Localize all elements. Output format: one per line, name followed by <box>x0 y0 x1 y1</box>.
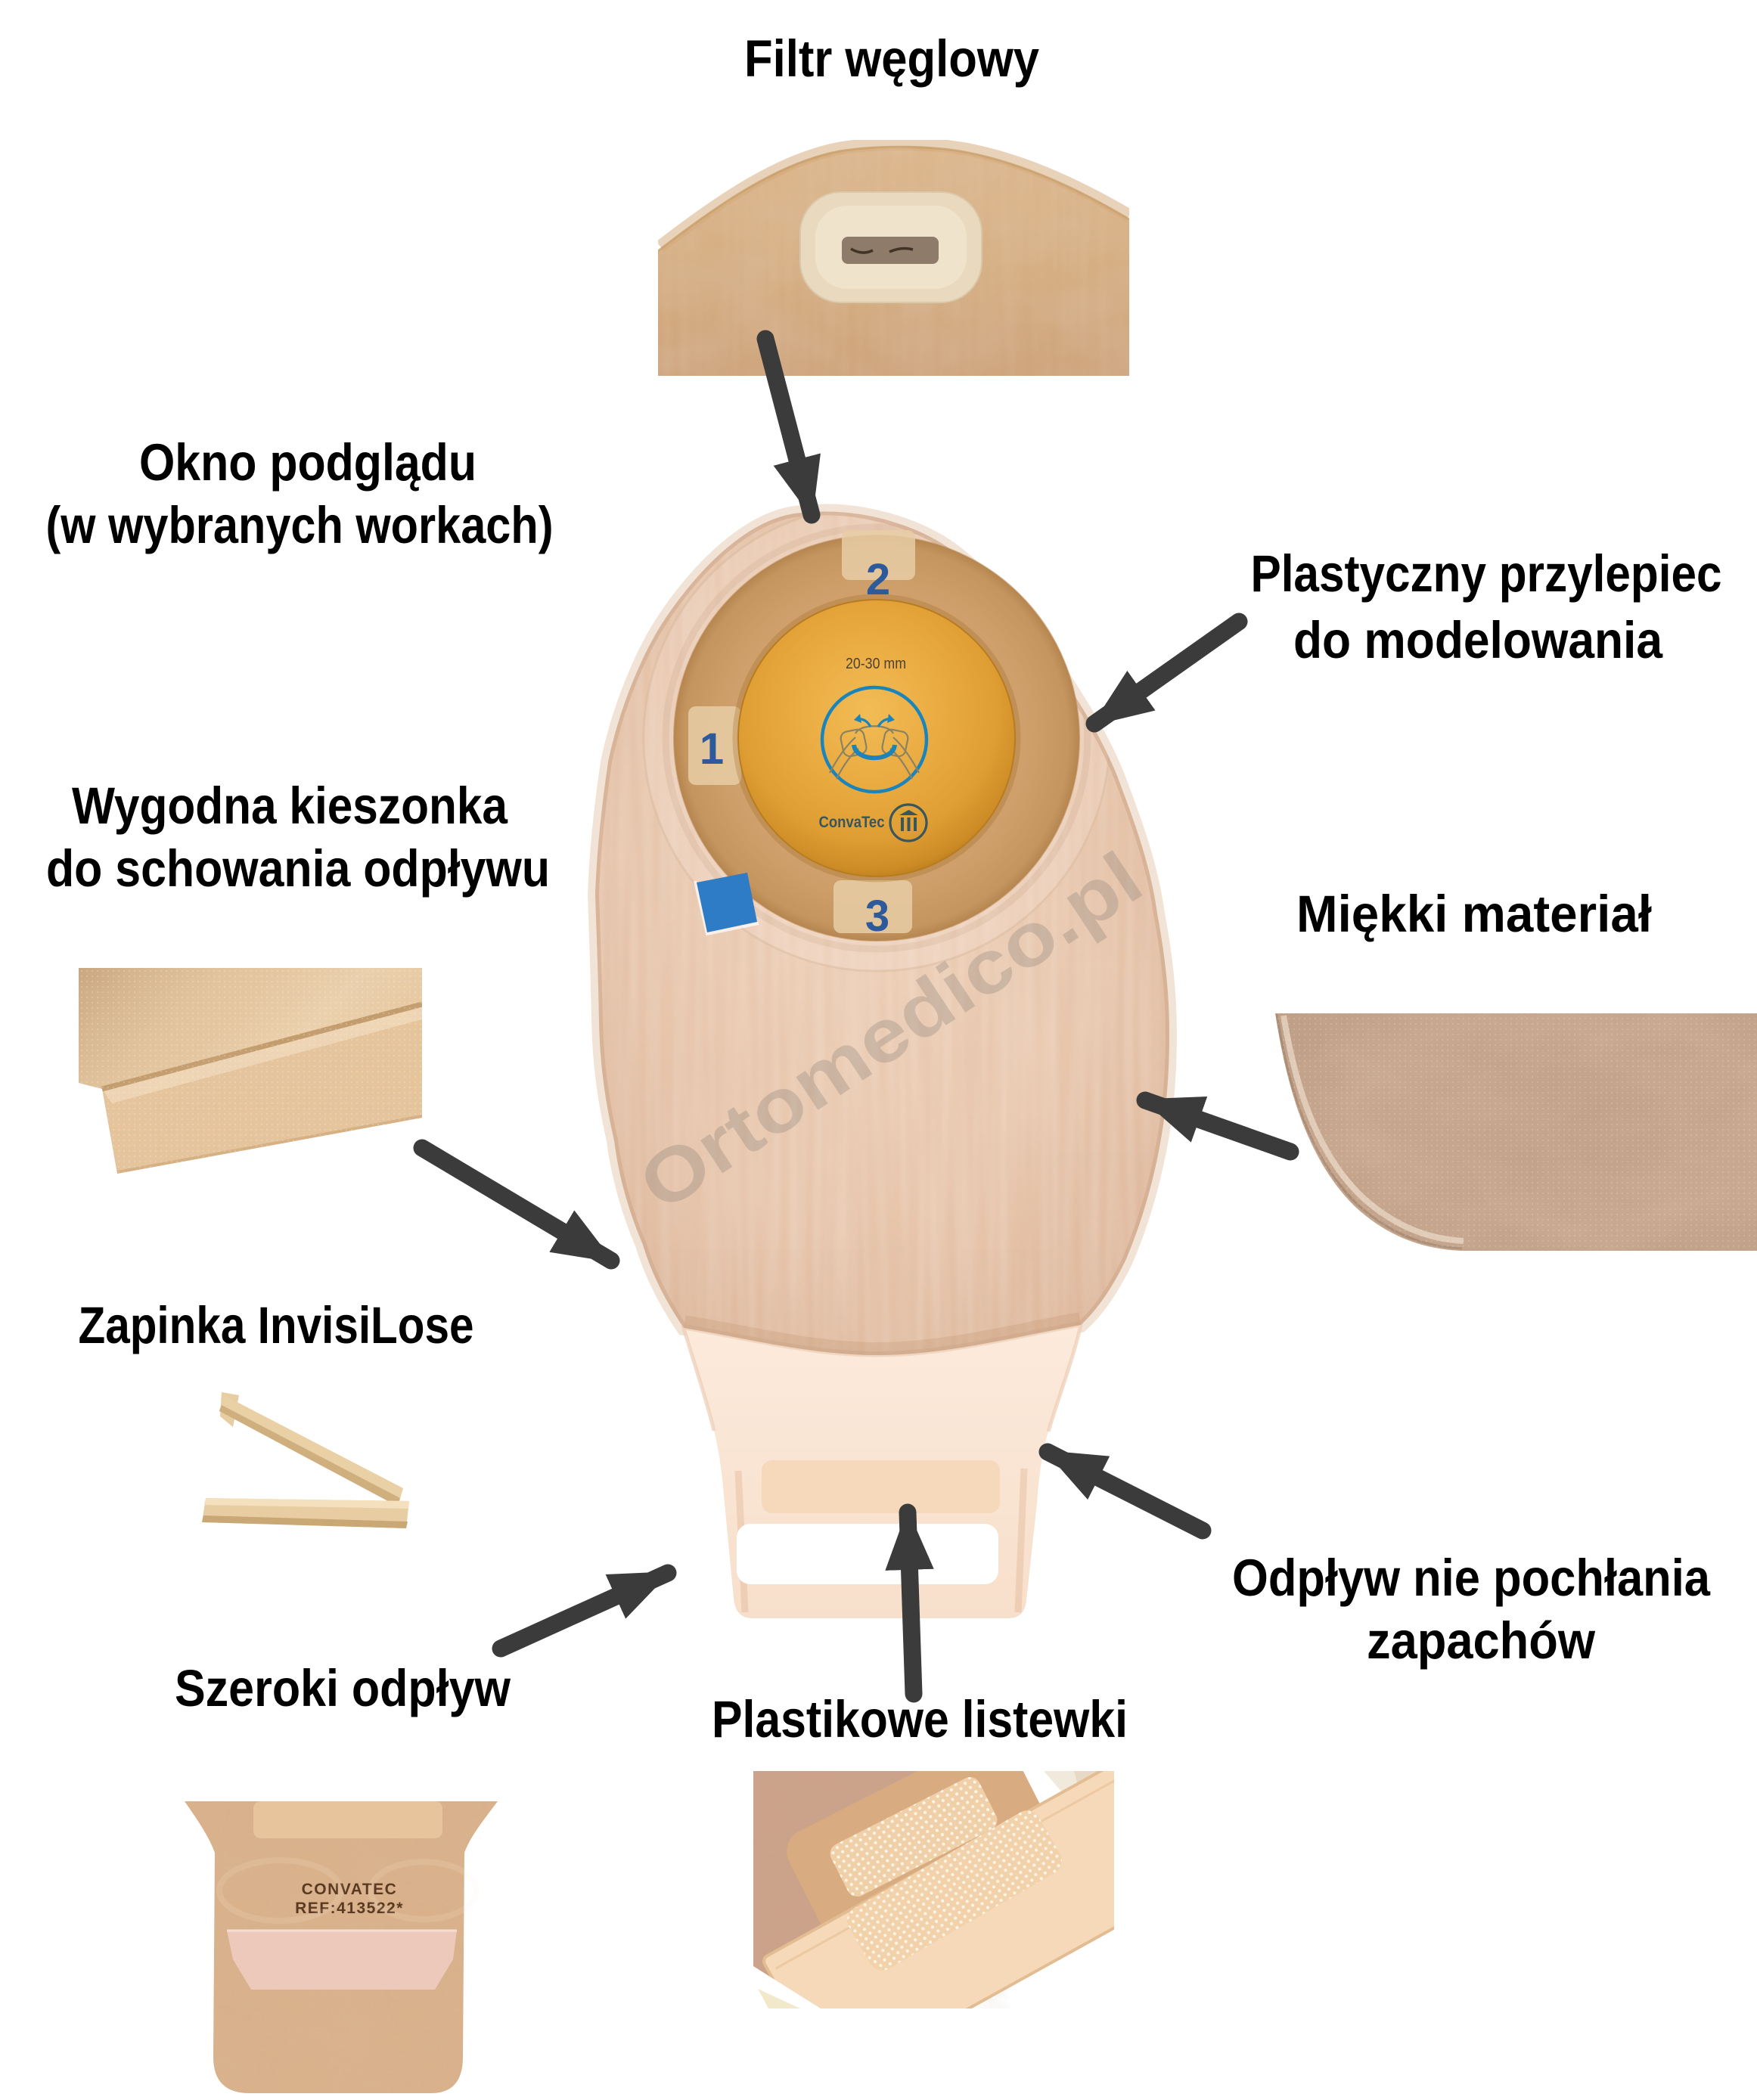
svg-text:Plastyczny przylepiec: Plastyczny przylepiec <box>1251 544 1722 603</box>
svg-text:zapachów: zapachów <box>1367 1611 1595 1670</box>
svg-text:Miękki materiał: Miękki materiał <box>1296 885 1652 943</box>
svg-text:Zapinka InvisiLose: Zapinka InvisiLose <box>79 1296 474 1354</box>
svg-text:Wygodna kieszonka: Wygodna kieszonka <box>72 777 508 835</box>
svg-text:do schowania odpływu: do schowania odpływu <box>46 839 550 898</box>
svg-text:1: 1 <box>700 724 724 774</box>
svg-text:3: 3 <box>865 892 889 941</box>
svg-text:CONVATEC: CONVATEC <box>302 1881 398 1898</box>
svg-text:REF:413522*: REF:413522* <box>295 1900 404 1917</box>
svg-text:Odpływ nie pochłania: Odpływ nie pochłania <box>1232 1549 1711 1607</box>
svg-text:Okno podglądu: Okno podglądu <box>139 433 477 492</box>
svg-text:2: 2 <box>866 555 890 604</box>
svg-text:ConvaTec: ConvaTec <box>819 814 885 831</box>
svg-text:20-30 mm: 20-30 mm <box>846 656 906 672</box>
svg-text:(w wybranych workach): (w wybranych workach) <box>46 496 554 554</box>
svg-text:Filtr węglowy: Filtr węglowy <box>744 29 1039 88</box>
svg-text:Plastikowe listewki: Plastikowe listewki <box>712 1690 1128 1748</box>
svg-text:Szeroki odpływ: Szeroki odpływ <box>175 1659 511 1717</box>
svg-text:do modelowania: do modelowania <box>1293 611 1663 669</box>
